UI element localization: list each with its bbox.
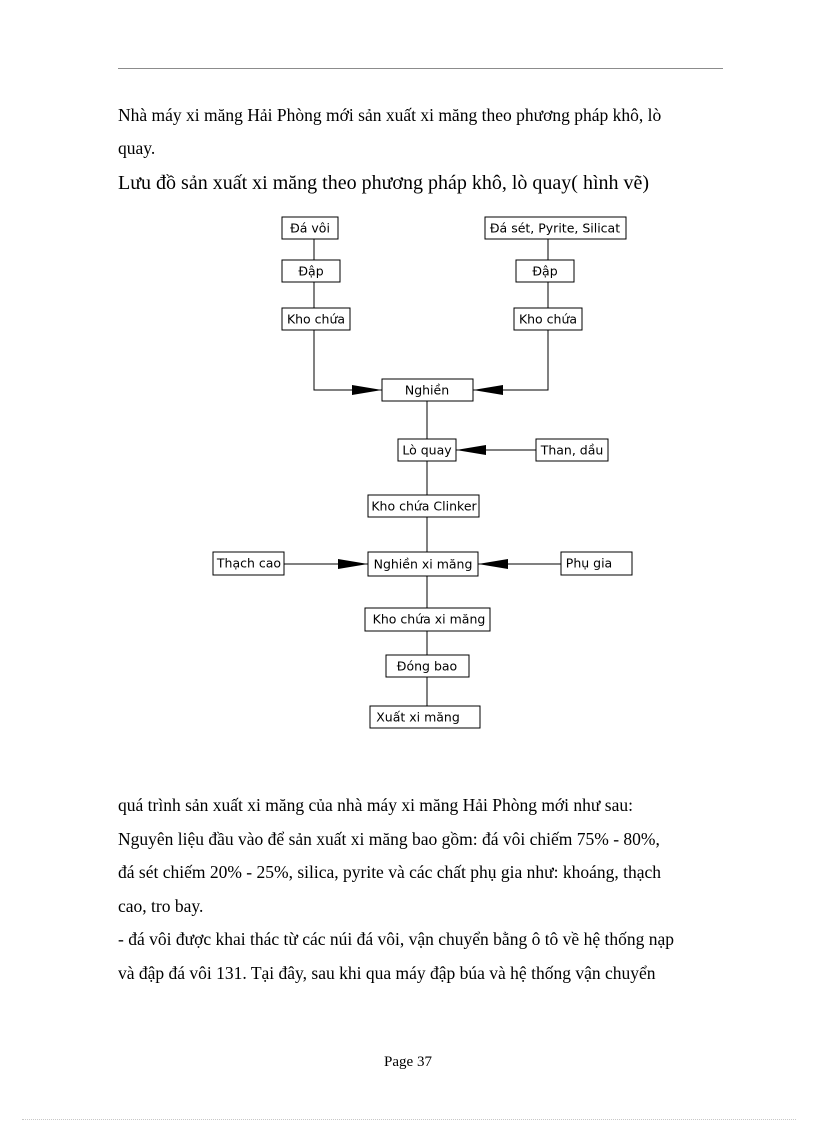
node-lo-quay-label: Lò quay bbox=[402, 443, 452, 458]
page-number: Page 37 bbox=[384, 1054, 432, 1070]
node-xuat-xi-mang: Xuất xi măng bbox=[369, 705, 481, 729]
node-than-dau: Than, dầu bbox=[535, 438, 609, 462]
node-dap-left-label: Đập bbox=[298, 264, 323, 279]
body-line: và đập đá vôi 131. Tại đây, sau khi qua … bbox=[118, 962, 656, 983]
node-nghien-xi-mang: Nghiền xi măng bbox=[367, 551, 479, 577]
intro-paragraph: Nhà máy xi măng Hải Phòng mới sản xuất x… bbox=[118, 99, 718, 165]
node-xuat-xi-mang-label: Xuất xi măng bbox=[376, 710, 460, 725]
body-line: quá trình sản xuất xi măng của nhà máy x… bbox=[118, 795, 633, 815]
node-than-dau-label: Than, dầu bbox=[540, 443, 604, 458]
body-paragraph: quá trình sản xuất xi măng của nhà máy x… bbox=[118, 789, 718, 990]
node-phu-gia: Phụ gia bbox=[560, 551, 633, 576]
connector-khochua-left-nghien bbox=[313, 330, 382, 391]
arrowhead-into-nghien-right bbox=[473, 385, 503, 395]
arrowhead-into-nghien-left bbox=[352, 385, 382, 395]
node-dap-left: Đập bbox=[281, 259, 341, 283]
node-kho-chua-right: Kho chứa bbox=[513, 307, 583, 331]
arrowhead-into-nghienximang-right bbox=[478, 559, 508, 569]
intro-line-2: quay. bbox=[118, 138, 156, 158]
node-dap-right: Đập bbox=[515, 259, 575, 283]
node-nghien: Nghiền bbox=[381, 378, 474, 402]
node-kho-chua-left-label: Kho chứa bbox=[287, 312, 345, 327]
connector-khochua-right-nghien bbox=[473, 330, 549, 391]
flowchart-arrowheads bbox=[338, 385, 508, 569]
node-nghien-label: Nghiền bbox=[405, 383, 449, 398]
node-kho-chua-clinker: Kho chứa Clinker bbox=[367, 494, 480, 518]
node-nghien-xi-mang-label: Nghiền xi măng bbox=[374, 557, 473, 572]
intro-line-1: Nhà máy xi măng Hải Phòng mới sản xuất x… bbox=[118, 105, 662, 125]
footer-rule bbox=[22, 1119, 796, 1120]
node-kho-chua-left: Kho chứa bbox=[281, 307, 351, 331]
body-line: Nguyên liệu đầu vào để sản xuất xi măng … bbox=[118, 828, 660, 849]
node-da-set: Đá sét, Pyrite, Silicat bbox=[484, 216, 627, 240]
body-line: - đá vôi được khai thác từ các núi đá vô… bbox=[118, 929, 674, 949]
node-lo-quay: Lò quay bbox=[397, 438, 457, 462]
node-kho-chua-xi-mang-label: Kho chứa xi măng bbox=[373, 612, 486, 627]
node-dong-bao-label: Đóng bao bbox=[397, 659, 457, 674]
node-da-set-label: Đá sét, Pyrite, Silicat bbox=[490, 221, 620, 236]
header-rule bbox=[118, 68, 723, 69]
node-da-voi-label: Đá vôi bbox=[290, 221, 330, 236]
node-thach-cao: Thạch cao bbox=[212, 551, 285, 576]
node-kho-chua-xi-mang: Kho chứa xi măng bbox=[364, 607, 491, 632]
node-dong-bao: Đóng bao bbox=[385, 654, 470, 678]
body-line: cao, tro bay. bbox=[118, 895, 204, 916]
node-phu-gia-label: Phụ gia bbox=[566, 556, 612, 571]
node-da-voi: Đá vôi bbox=[281, 216, 339, 240]
node-dap-right-label: Đập bbox=[532, 264, 557, 279]
arrowhead-into-loquay bbox=[456, 445, 486, 455]
body-line: đá sét chiếm 20% - 25%, silica, pyrite v… bbox=[118, 862, 662, 882]
arrowhead-into-nghienximang-left bbox=[338, 559, 368, 569]
node-thach-cao-label: Thạch cao bbox=[216, 556, 281, 571]
flowchart-caption: Lưu đồ sản xuất xi măng theo phương pháp… bbox=[118, 172, 650, 194]
node-kho-chua-right-label: Kho chứa bbox=[519, 312, 577, 327]
node-kho-chua-clinker-label: Kho chứa Clinker bbox=[371, 499, 477, 514]
